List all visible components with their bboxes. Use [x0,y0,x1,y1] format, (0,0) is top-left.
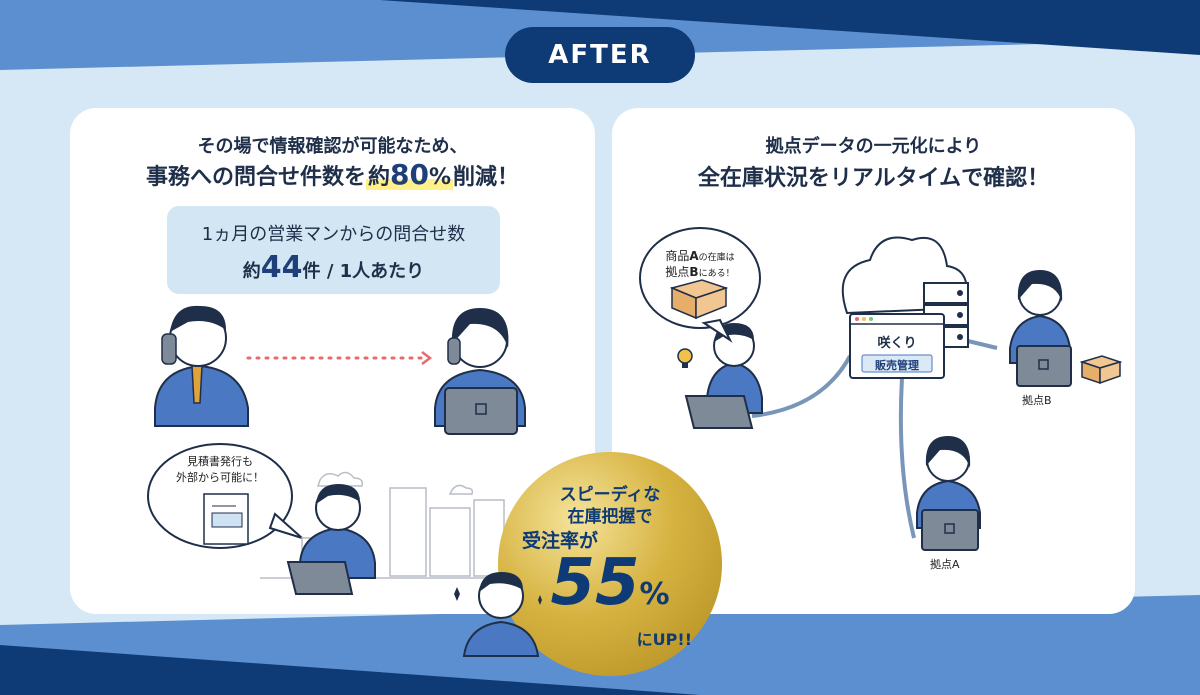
app-window [849,313,945,379]
bubble-exists-word: にある！ [698,269,735,279]
node-a-figure [916,436,981,551]
after-label: AFTER [505,27,695,83]
bubble-line1: 見積書発行も [187,455,253,468]
right-headline-line2: 全在庫状況をリアルタイムで確認！ [697,166,1050,191]
badge-line3: 受注率が [522,530,599,552]
cheering-salesman-figure [454,572,542,657]
bubble-branch-letter: B [689,265,699,279]
bubble-product-word: 商品 [665,249,690,263]
stat-suffix: / 1人あたり [320,261,425,282]
left-illustration [147,305,526,595]
remote-worker-figure [286,484,376,595]
left-headline-approx: 約 [367,165,390,190]
badge-value: 55 [550,546,640,620]
left-panel: その場で情報確認が可能なため、 事務への問合せ件数を約80%削減！ 1ヵ月の営業… [70,108,595,614]
right-worker-figure [684,323,763,429]
stat-value: 44 [260,250,303,285]
stat-unit: 件 [302,261,321,282]
connector-worker-app [751,355,852,418]
left-headline-post: 削減！ [453,165,520,190]
left-headline-highlight: 約80% [365,158,454,191]
badge-line5: にUP!! [636,630,692,649]
left-headline-value: 80 [390,158,429,191]
stat-line2: 約44件 / 1人あたり [167,250,500,285]
right-bubble-line1: 商品Aの在庫は [648,248,752,266]
left-headline-pre: 事務への問合せ件数を [145,165,366,190]
node-b-figure [1009,270,1123,387]
app-logo: 咲くり [877,336,917,351]
badge-line2: 在庫把握で [567,507,653,527]
bubble-product-letter: A [689,249,699,263]
right-bubble-line2: 拠点Bにある！ [648,264,752,282]
connector-app-node-a [898,377,916,539]
lightbulb-icon [677,348,693,368]
node-a-label: 拠点A [930,558,960,571]
office-woman-figure [434,308,526,435]
node-b-label: 拠点B [1022,394,1052,407]
stat-box: 1ヵ月の営業マンからの問合せ数 約44件 / 1人あたり [167,206,500,294]
right-illustration [639,227,1123,551]
badge-line1: スピーディな [559,485,661,505]
badge-unit: % [639,577,670,612]
left-speech-bubble [147,443,303,549]
bubble-line2: 外部から可能に！ [176,471,264,484]
app-name: 販売管理 [875,359,919,372]
left-headline-unit: % [428,165,452,190]
call-arrow-head [421,351,433,365]
badge-value-line: 55% [498,546,722,620]
right-speech-bubble [639,227,761,343]
stat-approx: 約 [242,261,261,282]
left-headline-line2: 事務への問合せ件数を約80%削減！ [70,158,595,191]
salesman-phone-figure [154,305,249,427]
right-headline-line1: 拠点データの一元化により [765,136,982,157]
result-badge: スピーディな 在庫把握で 受注率が 55% にUP!! [498,452,722,676]
bubble-stock-word: の在庫は [698,253,735,263]
stat-line1: 1ヵ月の営業マンからの問合せ数 [201,224,466,245]
left-headline-line1: その場で情報確認が可能なため、 [197,136,468,157]
bubble-branch-word: 拠点 [665,265,690,279]
